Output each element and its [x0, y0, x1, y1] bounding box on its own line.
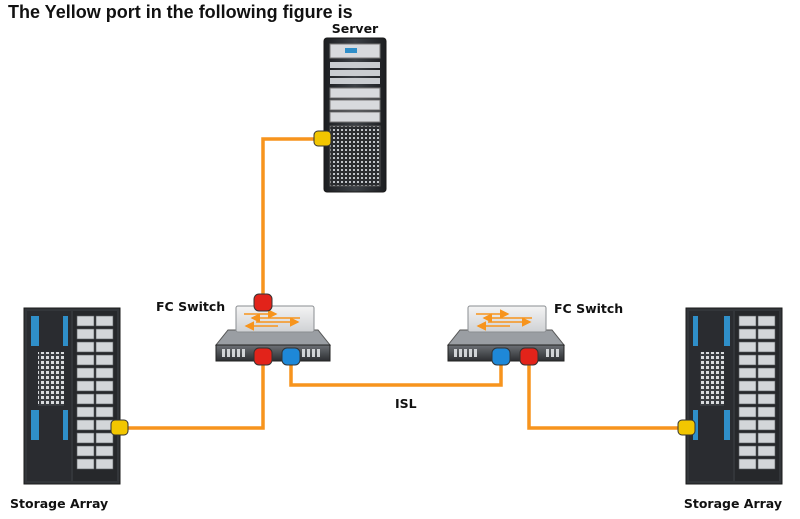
blue-port-switch-right — [491, 347, 511, 366]
yellow-port-storage-right — [677, 419, 696, 436]
red-port-switch-left-bottom — [253, 347, 273, 366]
storage-left-label: Storage Array — [10, 496, 108, 511]
cable-switch-to-storage-right — [527, 358, 686, 430]
server: Server — [323, 21, 387, 193]
server-label: Server — [332, 21, 379, 36]
fc-switch-left: FC Switch — [156, 299, 332, 362]
red-port-switch-left-top — [253, 293, 273, 312]
cables — [120, 137, 686, 430]
storage-array-left: Storage Array — [10, 307, 121, 511]
ports — [110, 130, 696, 436]
isl-label: ISL — [395, 396, 417, 411]
red-port-switch-right — [519, 347, 539, 366]
isl-cable — [289, 358, 503, 387]
blue-port-switch-left — [281, 347, 301, 366]
storage-right-label: Storage Array — [684, 496, 782, 511]
yellow-port-server — [313, 130, 332, 147]
question-title: The Yellow port in the following figure … — [8, 2, 353, 22]
storage-array-right: Storage Array — [684, 307, 783, 511]
server-status-light — [345, 48, 357, 53]
cable-switch-to-storage-left — [120, 358, 265, 430]
yellow-port-storage-left — [110, 419, 129, 436]
fc-switch-right-label: FC Switch — [554, 301, 623, 316]
cable-server-to-switch — [261, 137, 318, 300]
fc-switch-left-label: FC Switch — [156, 299, 225, 314]
